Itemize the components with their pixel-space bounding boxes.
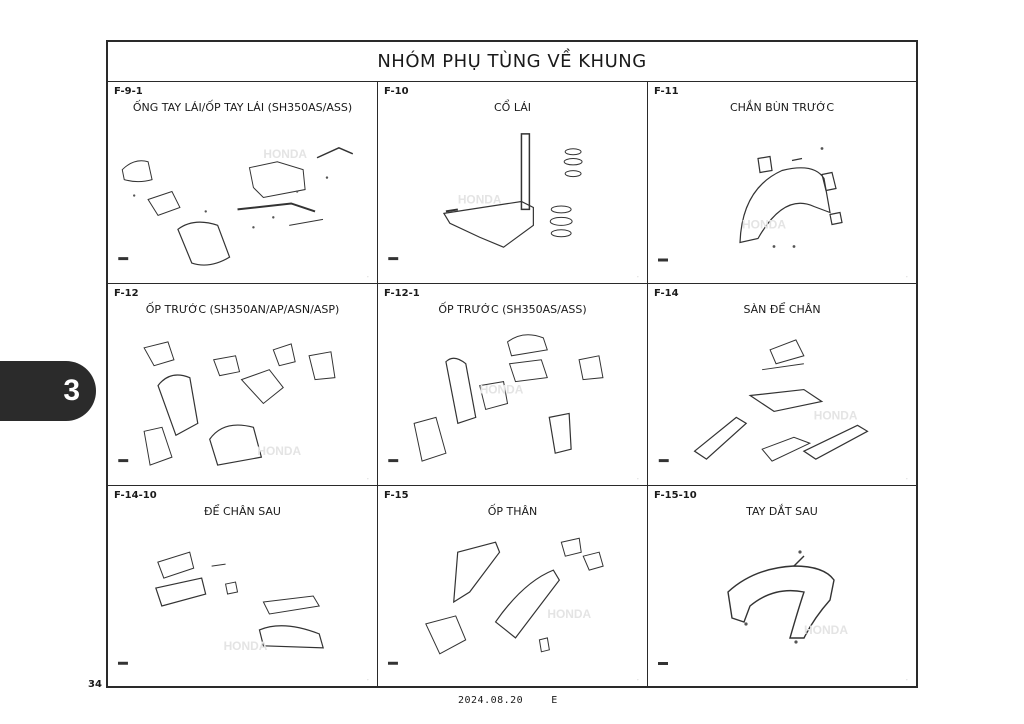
body-cover-diagram: HONDA [384,522,641,680]
footer-date: 2024.08.20 [458,695,524,706]
honda-watermark: HONDA [458,192,502,206]
honda-watermark: HONDA [263,147,307,161]
steering-stem-diagram: HONDA [384,118,641,277]
figure-ref: · [905,477,908,481]
honda-watermark: HONDA [804,623,848,637]
panel-rear-grip[interactable]: F-15-10 TAY DẮT SAU HONDA · [648,486,916,686]
panel-title: ĐỂ CHÂN SAU [204,505,281,518]
parts-index-frame: NHÓM PHỤ TÙNG VỀ KHUNG F-9-1 ỐNG TAY LÁI… [106,40,918,688]
panel-front-cover-as[interactable]: F-12-1 ỐP TRƯỚC (SH350AS/ASS) HONDA [378,284,648,486]
panel-code: F-9-1 [114,86,143,97]
panel-handlebar-cover[interactable]: F-9-1 ỐNG TAY LÁI/ỐP TAY LÁI (SH350AS/AS… [108,82,378,284]
figure-ref: · [636,678,639,682]
honda-watermark: HONDA [742,218,786,232]
panel-code: F-11 [654,86,679,97]
footer: 2024.08.20 E [458,695,558,706]
honda-watermark: HONDA [224,639,268,653]
panel-front-fender[interactable]: F-11 CHẮN BÙN TRƯỚC HONDA [648,82,916,284]
figure-ref: · [636,275,639,279]
front-fender-diagram: HONDA [654,118,910,277]
panel-rear-footrest[interactable]: F-14-10 ĐỂ CHÂN SAU HONDA [108,486,378,686]
panel-title: CHẮN BÙN TRƯỚC [729,101,835,114]
panel-code: F-15-10 [654,490,697,501]
panel-steering-stem[interactable]: F-10 CỔ LÁI HOND [378,82,648,284]
panel-code: F-12-1 [384,288,420,299]
rear-footrest-diagram: HONDA [114,522,371,680]
panel-floor-step[interactable]: F-14 SÀN ĐỂ CHÂN HONDA [648,284,916,486]
handlebar-cover-diagram: HONDA [114,118,371,277]
honda-watermark: HONDA [547,607,591,621]
front-cover-diagram: HONDA [384,320,641,479]
front-cover-diagram: HONDA [114,320,371,479]
panel-title: ỐP THÂN [487,505,538,518]
panel-code: F-12 [114,288,139,299]
panel-title: TAY DẮT SAU [746,505,818,518]
panel-code: F-10 [384,86,409,97]
honda-watermark: HONDA [257,444,301,458]
honda-watermark: HONDA [814,408,858,422]
figure-ref: · [366,275,369,279]
parts-grid: F-9-1 ỐNG TAY LÁI/ỐP TAY LÁI (SH350AS/AS… [108,82,916,686]
panel-front-cover[interactable]: F-12 ỐP TRƯỚC (SH350AN/AP/ASN/ASP) [108,284,378,486]
panel-code: F-15 [384,490,409,501]
figure-ref: · [636,477,639,481]
floor-step-diagram: HONDA [654,320,910,479]
figure-ref: · [905,275,908,279]
chapter-tab: 3 [0,361,96,421]
panel-title: SÀN ĐỂ CHÂN [743,303,821,316]
panel-code: F-14-10 [114,490,157,501]
panel-title: ỐP TRƯỚC (SH350AS/ASS) [438,303,587,316]
panel-body-cover[interactable]: F-15 ỐP THÂN HONDA [378,486,648,686]
panel-title: ỐNG TAY LÁI/ỐP TAY LÁI (SH350AS/ASS) [132,101,353,114]
figure-ref: · [366,678,369,682]
rear-grip-diagram: HONDA [654,522,910,680]
honda-watermark: HONDA [480,383,524,397]
footer-language: E [551,695,558,706]
panel-title: CỔ LÁI [494,101,531,114]
page-number: 34 [88,679,102,690]
panel-code: F-14 [654,288,679,299]
figure-ref: · [366,477,369,481]
page-title: NHÓM PHỤ TÙNG VỀ KHUNG [108,42,916,82]
panel-title: ỐP TRƯỚC (SH350AN/AP/ASN/ASP) [145,303,340,316]
figure-ref: · [905,678,908,682]
